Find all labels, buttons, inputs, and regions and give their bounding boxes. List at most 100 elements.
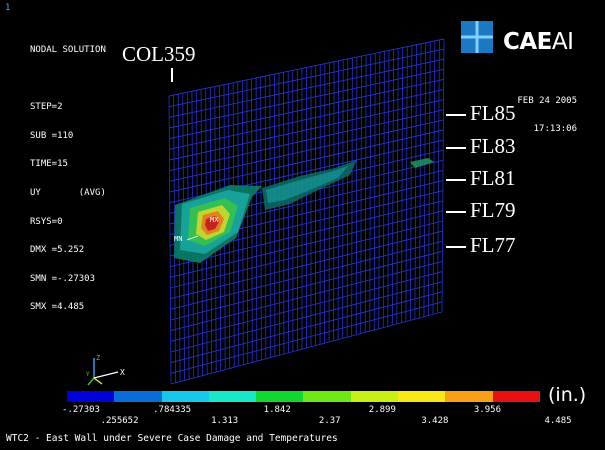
mesh-line <box>170 261 443 332</box>
mesh-line <box>373 53 376 331</box>
mesh-line <box>387 50 390 327</box>
legend-swatch <box>256 391 304 402</box>
smx-line: SMX =4.485 <box>30 302 85 313</box>
min-label: MN <box>174 235 183 243</box>
mesh-line <box>360 56 362 334</box>
logo-mark-icon <box>461 21 493 53</box>
mesh-line <box>351 57 353 337</box>
legend-swatch <box>398 391 446 402</box>
axis-triad-icon: Z X Y <box>86 354 125 386</box>
mesh-line <box>170 220 443 289</box>
date-text: FEB 24 2005 <box>517 96 577 106</box>
legend-swatch <box>67 391 115 402</box>
mesh-line <box>423 42 427 317</box>
floor-label-fl77: FL77 <box>446 233 516 258</box>
date-stamp: FEB 24 2005 17:13:06 <box>517 79 577 153</box>
mesh-line <box>168 95 172 385</box>
mesh-line <box>364 55 367 333</box>
mesh-line <box>170 281 443 353</box>
legend-value: 4.485 <box>544 416 572 426</box>
legend-swatch <box>350 391 399 402</box>
mesh-line <box>170 200 443 268</box>
mesh-line <box>396 48 399 325</box>
time-text: 17:13:06 <box>533 124 577 134</box>
mesh-line <box>170 311 443 385</box>
mesh-line <box>241 80 244 365</box>
mesh-line <box>169 79 444 140</box>
svg-text:Y: Y <box>86 371 90 378</box>
unit-label: (in.) <box>548 384 587 406</box>
svg-text:X: X <box>120 368 125 377</box>
mesh-line <box>409 45 413 321</box>
legend-swatch <box>445 391 493 402</box>
mesh-line <box>419 43 422 319</box>
mesh-line <box>169 99 444 161</box>
mesh-line <box>170 271 443 342</box>
mesh-line <box>255 77 258 362</box>
mesh-line <box>432 40 436 315</box>
mesh-line <box>400 47 404 323</box>
legend-value: 1.842 <box>263 405 291 415</box>
smn-line: SMN =-.27303 <box>30 273 96 284</box>
mesh-line <box>355 57 358 335</box>
mesh-line <box>260 76 262 361</box>
component-line: UY (AVG) <box>30 187 106 198</box>
window-number: 1 <box>5 3 11 13</box>
mesh-line <box>170 250 443 321</box>
legend-value: 2.37 <box>318 416 341 426</box>
mesh-line <box>405 46 408 322</box>
contour-zone-mid-cyan <box>266 166 348 203</box>
contour-legend-bar <box>67 391 540 402</box>
floor-label-fl85: FL85 <box>446 101 516 126</box>
mesh-line <box>168 38 445 97</box>
legend-swatch <box>303 391 351 402</box>
mesh-line <box>170 230 443 300</box>
mesh-line <box>251 78 253 363</box>
legend-swatch <box>161 391 209 402</box>
floor-label-fl79: FL79 <box>446 198 516 223</box>
mesh-line <box>441 38 445 313</box>
legend-value: 3.956 <box>473 405 501 415</box>
mesh-line <box>437 39 440 314</box>
mesh-line <box>264 76 267 359</box>
contour-zone-right <box>410 158 434 168</box>
mesh-line <box>170 210 443 278</box>
mesh-line <box>169 89 444 150</box>
column-marker <box>171 68 173 82</box>
time-line: TIME=15 <box>30 159 68 170</box>
legend-swatch <box>208 391 257 402</box>
mesh-line <box>170 240 443 310</box>
mesh-line <box>428 41 431 316</box>
plot-caption: WTC2 - East Wall under Severe Case Damag… <box>6 433 338 444</box>
mesh-line <box>170 301 443 374</box>
mn-marker-line <box>186 235 199 241</box>
mesh-line <box>414 44 417 320</box>
solution-info-block: NODAL SOLUTION STEP=2 SUB =110 TIME=15 U… <box>30 28 106 332</box>
rsys-line: RSYS=0 <box>30 216 63 227</box>
contour-band-red <box>205 216 219 231</box>
legend-value: -.27303 <box>62 405 100 415</box>
legend-value: .255652 <box>100 416 139 426</box>
contour-zone-mid <box>262 160 357 210</box>
legend-value: .784335 <box>153 405 192 415</box>
step-line: STEP=2 <box>30 102 63 113</box>
caeai-logo: CAEAI <box>453 16 585 66</box>
displacement-contours <box>174 158 434 263</box>
svg-text:Z: Z <box>96 354 100 362</box>
legend-value: 3.428 <box>421 416 449 426</box>
max-label: MX <box>210 216 219 224</box>
legend-swatch <box>492 391 540 402</box>
floor-label-fl81: FL81 <box>446 166 516 191</box>
mesh-line <box>269 75 271 358</box>
logo-text: CAEAI <box>503 29 574 55</box>
dmx-line: DMX =5.252 <box>30 245 85 256</box>
mesh-line <box>342 59 344 339</box>
mesh-line <box>378 52 381 329</box>
column-label: COL359 <box>122 42 196 66</box>
legend-value: 2.899 <box>368 405 396 415</box>
mesh-line <box>169 109 444 172</box>
mesh-line <box>369 54 372 332</box>
mesh-line <box>246 79 249 364</box>
